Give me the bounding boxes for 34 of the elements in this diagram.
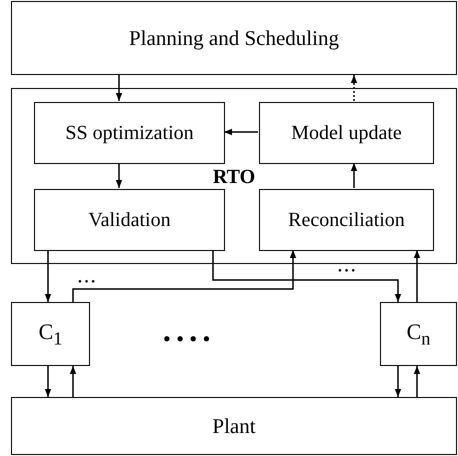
process-box <box>34 189 225 251</box>
process-box <box>259 102 434 164</box>
ellipsis-dots: • • • • <box>163 328 210 350</box>
ellipsis-dots: • • • <box>338 266 356 277</box>
group-label: RTO <box>212 167 256 187</box>
process-box <box>380 302 457 366</box>
process-box <box>259 189 434 251</box>
box-label: Planning and Scheduling <box>129 28 339 48</box>
group-box <box>11 88 457 264</box>
arrow <box>224 128 258 136</box>
arrow <box>116 75 122 101</box>
process-box <box>11 302 90 366</box>
arrow <box>72 250 296 302</box>
process-box <box>11 1 457 75</box>
box-label: Model update <box>291 123 402 143</box>
box-label: Plant <box>212 416 256 436</box>
arrow <box>394 366 402 397</box>
arrow <box>350 75 358 101</box>
box-label: Reconciliation <box>288 210 405 230</box>
process-box <box>34 102 225 164</box>
box-label: Validation <box>88 210 171 230</box>
arrow <box>44 366 52 397</box>
ellipsis-dots: • • • <box>78 277 96 288</box>
arrow <box>212 250 402 302</box>
process-box <box>11 397 457 455</box>
arrow <box>44 250 52 302</box>
box-label: C$_{n}$ <box>406 320 430 348</box>
arrow <box>70 366 76 397</box>
arrow <box>116 163 122 188</box>
arrow <box>414 366 420 397</box>
arrow <box>350 163 358 188</box>
arrow <box>414 250 420 302</box>
box-label: C$_{1}$ <box>38 320 62 348</box>
box-label: SS optimization <box>65 123 194 143</box>
